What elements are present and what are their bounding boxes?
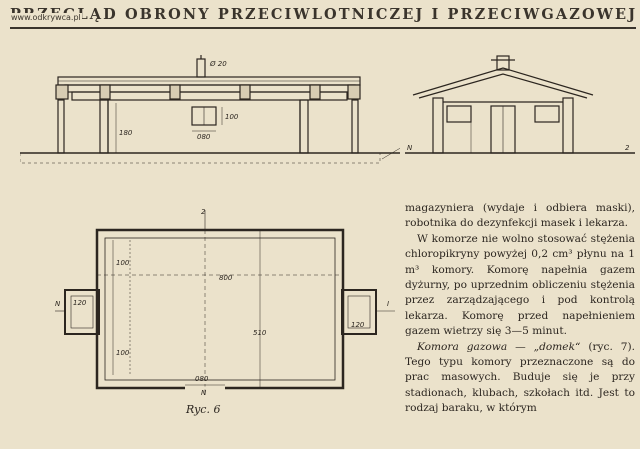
wall-height-dimension: 180 [119,129,133,137]
plan-door-dimension: 080 [195,375,209,383]
window-height-dimension: 100 [225,113,239,121]
chimney-dimension: Ø 20 [209,60,227,68]
side-dimension-1: 100 [116,259,130,267]
page-header: PRZEGLĄD OBRONY PRZECIWLOTNICZEJ I PRZEC… [10,4,638,29]
paragraph-2: W komorze nie wolno stosować stężenia ch… [405,232,635,338]
body-text-column: magazyniera (wydaje i odbiera maski), ro… [405,201,635,417]
floor-plan-drawing: 800 510 080 120 120 100 100 2 N N I [55,208,395,395]
header-rule [10,27,636,29]
plan-axis-bottom: N [201,389,207,395]
axis-2-label: 2 [625,144,630,152]
side-elevation-drawing: N 2 [405,55,635,154]
figure-caption: Ryc. 6 [186,403,221,416]
plan-axis-left: N [55,300,61,308]
section-heading-italic: Komora gazowa — „domek“ [417,340,581,353]
paragraph-3-text: (ryc. 7). Tego typu komory przeznaczone … [405,340,635,415]
annex-right-dimension: 120 [351,321,365,329]
front-elevation-drawing: Ø 20 080 100 180 [20,55,400,164]
paragraph-3: Komora gazowa — „domek“ (ryc. 7). Tego t… [405,340,635,417]
annex-left-dimension: 120 [73,299,87,307]
site-watermark: www.odkrywca.pl [10,13,82,22]
axis-n-label: N [407,144,413,152]
paragraph-1: magazyniera (wydaje i odbiera maski), ro… [405,202,635,230]
plan-depth-dimension: 510 [253,329,267,337]
plan-length-dimension: 800 [219,274,233,282]
plan-axis-right: I [387,300,389,308]
plan-axis-top: 2 [201,208,206,216]
journal-title: PRZEGLĄD OBRONY PRZECIWLOTNICZEJ I PRZEC… [10,6,638,23]
window-width-dimension: 080 [197,133,211,141]
side-dimension-2: 100 [116,349,130,357]
